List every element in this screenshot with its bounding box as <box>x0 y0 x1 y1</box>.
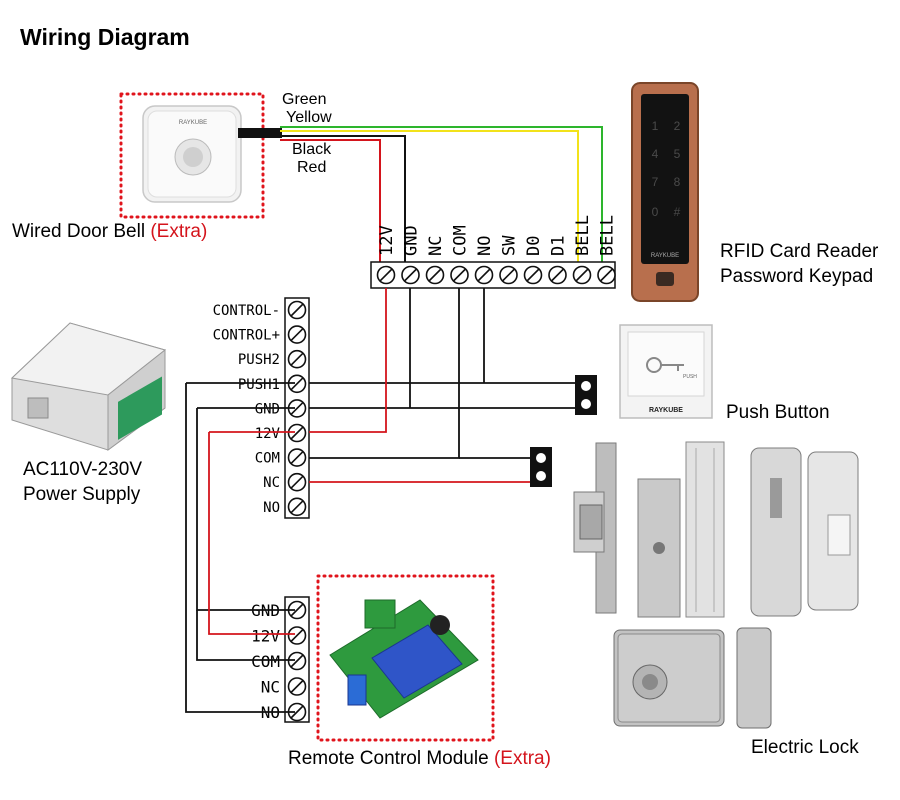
doorbell-image: RAYKUBE <box>142 105 242 203</box>
power-terminal-screw <box>287 349 307 369</box>
remote-extra-tag: (Extra) <box>493 748 551 769</box>
reader-terminal-label: COM <box>451 225 471 256</box>
power-terminal-screw <box>287 497 307 517</box>
remote-dotted-frame <box>316 574 495 742</box>
electric-strike-image <box>573 442 617 614</box>
reader-terminal-label: SW <box>500 235 520 256</box>
wire-label-red: Red <box>297 159 327 176</box>
reader-terminal-screw <box>548 265 567 285</box>
power-terminal-label: COM <box>255 451 280 467</box>
rfid-reader-image: 1 2 4 5 7 8 0 # RAYKUBE <box>631 82 699 302</box>
power-terminal-label: GND <box>255 401 280 417</box>
doorbell-label: Wired Door Bell (Extra) <box>12 219 207 244</box>
reader-terminal-label: NC <box>426 236 446 256</box>
power-supply-label-line2: Power Supply <box>23 484 141 505</box>
power-terminal-label: NC <box>263 475 280 491</box>
power-supply-label-line1: AC110V-230V <box>23 459 143 480</box>
power-terminal-label: CONTROL+ <box>213 328 280 344</box>
power-terminal-label: PUSH2 <box>238 352 280 368</box>
doorbell-cable <box>238 128 282 138</box>
reader-terminal-label: NO <box>475 236 495 256</box>
remote-terminal-screw <box>287 651 307 671</box>
reader-terminal-label: BELL <box>573 215 593 256</box>
power-terminal-block <box>284 297 310 519</box>
push-button-text: PUSH <box>683 374 697 380</box>
reader-terminal-screw <box>425 265 445 285</box>
push-button-label: Push Button <box>726 402 830 423</box>
remote-terminal-label: NC <box>261 678 280 697</box>
push-button-image: PUSH RAYKUBE <box>619 324 713 419</box>
wire-label-green: Green <box>282 91 327 108</box>
power-terminal-screw <box>287 325 307 344</box>
power-terminal-screw <box>287 448 307 467</box>
push-button-brand: RAYKUBE <box>649 407 683 414</box>
reader-label-line1: RFID Card Reader <box>720 241 879 262</box>
svg-text:5: 5 <box>674 147 681 161</box>
reader-terminal-screw <box>376 265 396 285</box>
power-terminal-label: NO <box>263 500 280 516</box>
reader-terminal-screw <box>401 265 420 285</box>
wire-label-black: Black <box>292 141 332 158</box>
svg-text:4: 4 <box>652 147 659 161</box>
reader-terminal-screw <box>450 265 469 285</box>
power-terminal-label: PUSH1 <box>238 377 280 393</box>
reader-terminal-label: BELL <box>598 215 618 256</box>
reader-terminal-label: D0 <box>524 236 544 256</box>
doorbell-extra-tag: (Extra) <box>150 221 208 242</box>
mag-lock-image <box>637 441 725 618</box>
remote-terminal-screw <box>287 626 307 645</box>
power-terminal-screw <box>287 472 307 492</box>
doorbell-label-text: Wired Door Bell <box>12 221 146 242</box>
remote-label-text: Remote Control Module <box>288 748 489 769</box>
reader-terminal-screw <box>572 265 592 285</box>
doorbell-brand: RAYKUBE <box>179 120 207 126</box>
remote-terminal-label: COM <box>251 652 280 671</box>
svg-text:8: 8 <box>674 175 681 189</box>
reader-terminal-label: D1 <box>549 236 569 256</box>
svg-text:0: 0 <box>652 205 659 219</box>
reader-terminal-screw <box>523 265 543 285</box>
power-terminal-screw <box>287 423 307 443</box>
remote-terminal-block <box>284 596 310 723</box>
svg-text:2: 2 <box>674 119 681 133</box>
electric-lock-label: Electric Lock <box>751 737 859 758</box>
rim-lock-image <box>613 627 772 729</box>
remote-terminal-screw <box>287 677 307 696</box>
power-terminal-label: CONTROL- <box>213 303 280 319</box>
reader-terminal-block <box>370 261 616 289</box>
power-terminal-screw <box>287 300 307 320</box>
reader-terminal-label: 12V <box>377 225 397 256</box>
reader-brand: RAYKUBE <box>651 253 679 259</box>
lock-connector <box>530 447 552 487</box>
svg-text:1: 1 <box>652 119 659 133</box>
remote-label: Remote Control Module (Extra) <box>288 746 551 771</box>
push-button-connector <box>575 375 597 415</box>
bolt-lock-image <box>750 447 859 617</box>
remote-terminal-screw <box>287 600 307 620</box>
doorbell-dotted-frame <box>119 92 265 219</box>
svg-text:#: # <box>674 205 681 219</box>
main-wires <box>185 288 575 713</box>
doorbell-wires <box>280 126 603 262</box>
reader-terminal-screw <box>499 265 518 285</box>
remote-module-image <box>329 599 479 719</box>
power-terminal-label: 12V <box>255 426 281 442</box>
reader-label-line2: Password Keypad <box>720 266 874 287</box>
wire-label-yellow: Yellow <box>286 109 332 126</box>
reader-terminal-screw <box>597 265 616 285</box>
power-supply-image <box>10 322 167 451</box>
diagram-title: Wiring Diagram <box>20 24 190 50</box>
svg-text:7: 7 <box>652 175 659 189</box>
reader-terminal-label: GND <box>402 225 422 256</box>
remote-terminal-label: 12V <box>251 627 280 646</box>
reader-terminal-screw <box>474 265 494 285</box>
